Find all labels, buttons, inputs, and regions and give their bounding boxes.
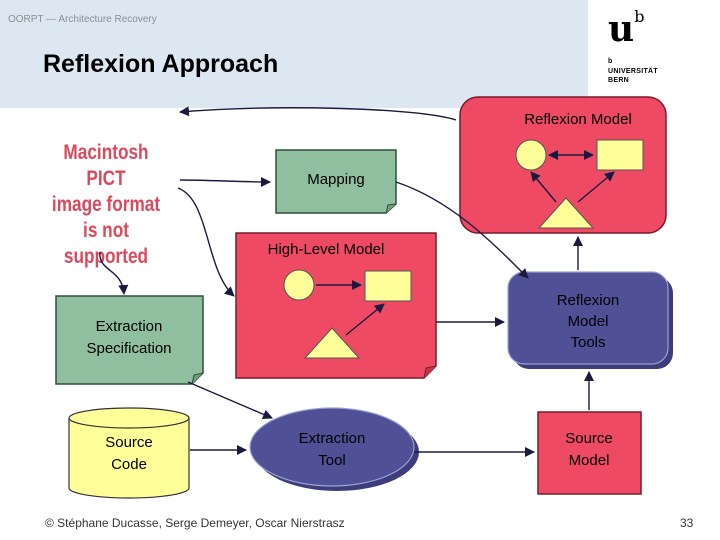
rm-circle-node (515, 139, 547, 171)
reflexion-model-tools-box: Reflexion Model Tools (507, 271, 673, 369)
et-label-line-1: Extraction (299, 430, 366, 447)
hlm-triangle-node (303, 327, 361, 359)
sc-label-line-1: Source (105, 434, 153, 451)
high-level-model-box: High-Level Model (235, 232, 437, 379)
source-code-cylinder: Source Code (68, 407, 190, 499)
page-number: 33 (680, 516, 694, 530)
logo-line-3: BERN (608, 77, 630, 84)
image-placeholder (36, 108, 176, 238)
extraction-tool-ellipse: Extraction Tool (249, 407, 419, 491)
footer-copyright: © Stéphane Ducasse, Serge Demeyer, Oscar… (45, 516, 345, 530)
es-label-line-1: Extraction (96, 318, 163, 335)
source-model-box: Source Model (537, 411, 642, 495)
slide-title: Reflexion Approach (43, 50, 279, 78)
rmt-label-line-3: Tools (570, 334, 605, 351)
sm-label-line-2: Model (569, 452, 610, 469)
et-label-line-2: Tool (318, 452, 346, 469)
arrow-image-to-high-level-model (177, 187, 235, 297)
rmt-label-line-1: Reflexion (557, 292, 620, 309)
arrow-spec-to-extraction-tool (187, 381, 273, 420)
rm-edge-circle-triangle (530, 171, 557, 203)
mapping-box: Mapping (275, 149, 397, 214)
rmt-label-line-2: Model (568, 313, 609, 330)
logo-mark: ub (608, 7, 645, 50)
reflexion-model-box: Reflexion Model (459, 96, 667, 234)
hlm-rect-node (364, 270, 412, 302)
logo-line-2: UNIVERSITÄT (608, 68, 658, 75)
reflexion-model-label: Reflexion Model (524, 111, 632, 128)
hlm-edge-triangle-rect (345, 303, 385, 336)
hlm-circle-node (283, 269, 315, 301)
rm-triangle-node (537, 197, 595, 229)
mapping-label: Mapping (307, 171, 365, 188)
sm-label-line-1: Source (565, 430, 613, 447)
course-label: OORPT — Architecture Recovery (8, 14, 157, 25)
university-logo: ub b UNIVERSITÄT BERN (600, 7, 672, 98)
unsupported-image-text: Macintosh PICT image format is not suppo… (51, 141, 161, 268)
arrow-mapping-to-tools (395, 181, 529, 279)
logo-line-1: b (608, 58, 613, 65)
sc-label-line-2: Code (111, 456, 147, 473)
header-band (0, 0, 588, 108)
high-level-model-label: High-Level Model (268, 241, 385, 258)
extraction-specification-box: Extraction Specification (55, 295, 204, 385)
arrow-image-to-extraction-spec (99, 251, 129, 295)
arrow-image-to-reflexion-model (179, 106, 457, 121)
arrow-image-to-mapping (179, 176, 271, 187)
es-label-line-2: Specification (86, 340, 171, 357)
rm-rect-node (596, 139, 644, 171)
rm-edge-triangle-rect (577, 171, 615, 203)
